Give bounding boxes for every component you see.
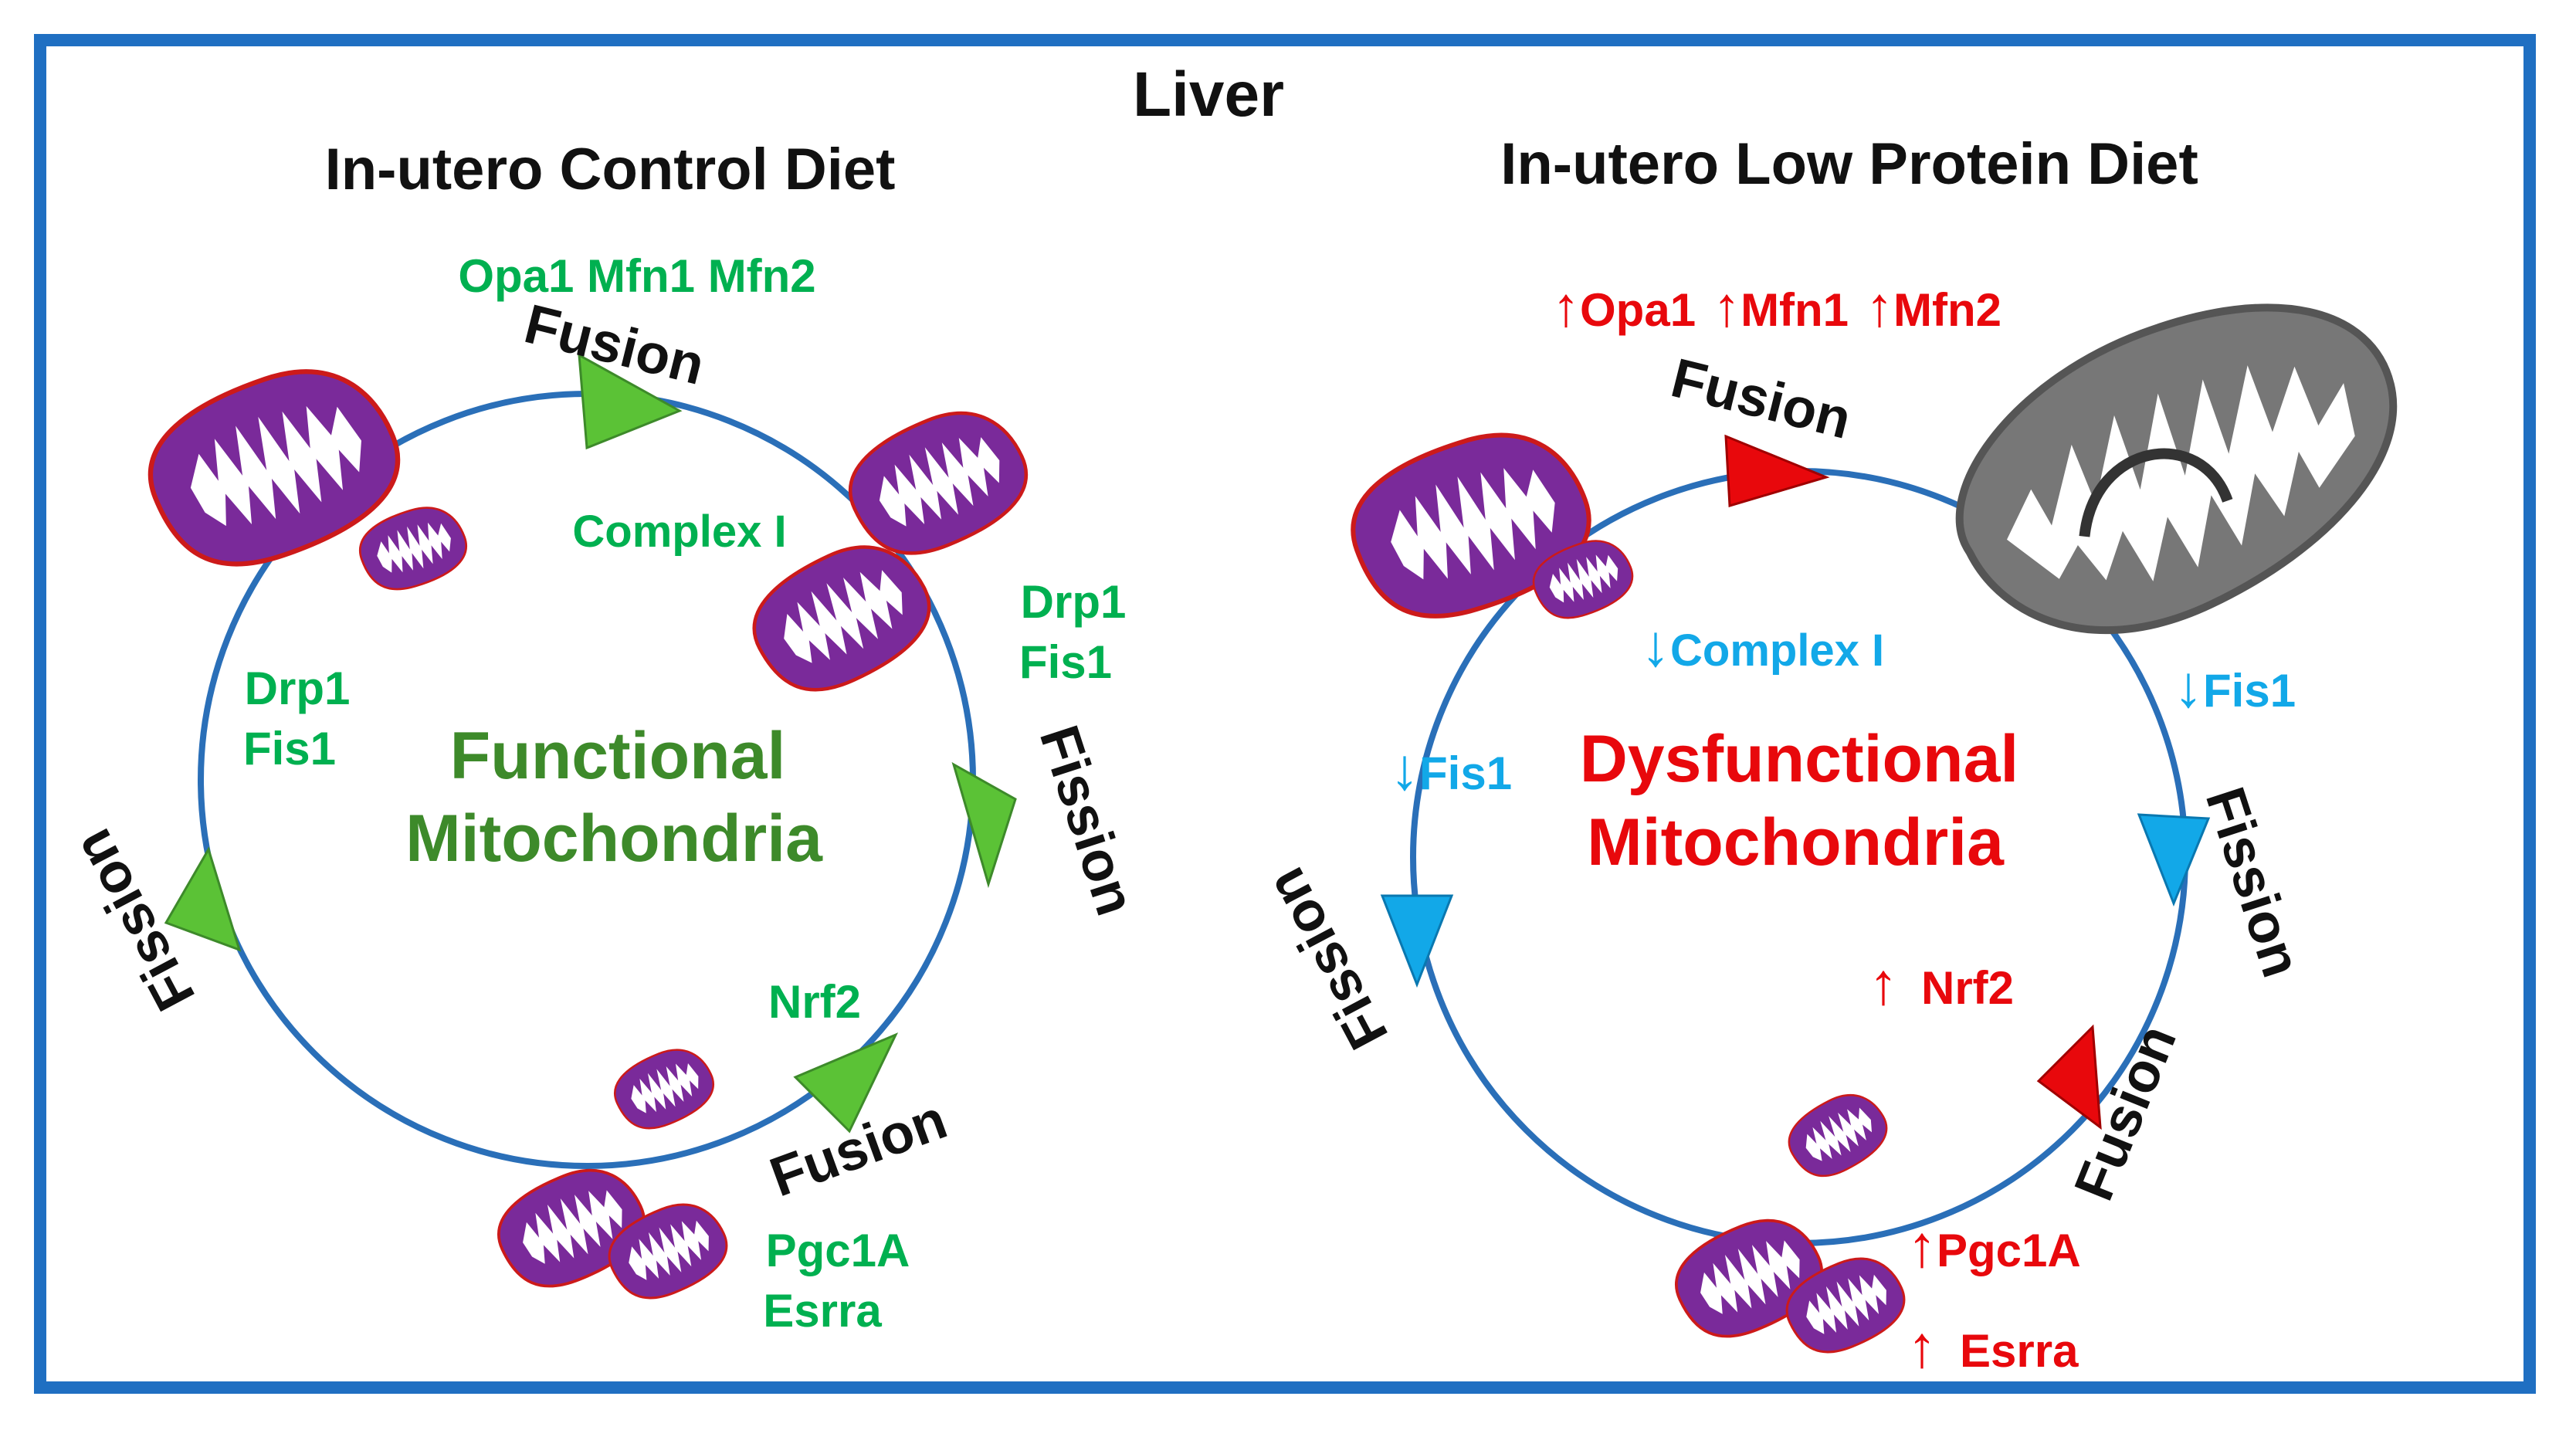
right-esrra-text: Esrra xyxy=(1960,1325,2079,1377)
right-gene-mfn1: Mfn1 xyxy=(1740,284,1849,336)
right-heading: In-utero Low Protein Diet xyxy=(1500,131,2198,197)
left-fission-left-gene1: Drp1 xyxy=(245,663,351,714)
left-fission-left-gene2: Fis1 xyxy=(243,723,336,774)
right-nrf2-text: Nrf2 xyxy=(1921,962,2014,1014)
left-center-line2: Mitochondria xyxy=(405,802,823,876)
right-center-line1: Dysfunctional xyxy=(1580,722,2019,796)
right-complex-label: ↓Complex I xyxy=(1641,613,1884,679)
up-arrow-icon: ↑ xyxy=(1713,276,1740,338)
right-fusion-bottom-arrow xyxy=(2036,1024,2102,1130)
right-panel: In-utero Low Protein Diet ↑Opa1↑Mfn1↑Mfn… xyxy=(1254,131,2419,1380)
left-bottom-gene1: Pgc1A xyxy=(766,1225,910,1276)
left-mito-bottom-small xyxy=(604,1035,724,1142)
right-fission-left-arrow xyxy=(1380,894,1454,988)
left-fusion-top-arrow xyxy=(578,353,683,450)
right-fission-left-gene: ↓Fis1 xyxy=(1390,737,1512,802)
right-fusion-top-label: Fusion xyxy=(1666,347,1857,451)
diagram-frame xyxy=(34,34,2536,1394)
left-fission-right-label: Fission xyxy=(1028,718,1147,922)
right-fission-right-gene: ↓Fis1 xyxy=(2174,654,2296,720)
right-damaged-mito xyxy=(1936,290,2420,650)
left-fusion-top-genes: Opa1 Mfn1 Mfn2 xyxy=(458,250,815,302)
down-arrow-icon: ↓ xyxy=(1390,737,1419,802)
right-bottom-gene1: ↑Pgc1A xyxy=(1907,1214,2081,1279)
right-nrf-gene: ↑ Nrf2 xyxy=(1869,951,2014,1017)
right-bottom-gene2: ↑ Esrra xyxy=(1907,1314,2079,1380)
down-arrow-icon: ↓ xyxy=(2174,654,2203,720)
up-arrow-icon: ↑ xyxy=(1907,1214,1937,1279)
left-complex-label: Complex I xyxy=(572,507,786,557)
right-fis1-right: Fis1 xyxy=(2203,665,2296,717)
right-fusion-top-genes: ↑Opa1↑Mfn1↑Mfn2 xyxy=(1552,276,2001,338)
up-arrow-icon: ↑ xyxy=(1552,276,1580,338)
left-fission-right-gene1: Drp1 xyxy=(1021,576,1127,628)
right-complex-text: Complex I xyxy=(1670,625,1884,676)
left-center-line1: Functional xyxy=(450,719,786,793)
down-arrow-icon: ↓ xyxy=(1641,613,1670,679)
up-arrow-icon: ↑ xyxy=(1907,1314,1937,1380)
right-gene-opa1: Opa1 xyxy=(1580,284,1696,336)
up-arrow-icon: ↑ xyxy=(1866,276,1893,338)
left-fission-right-arrow xyxy=(951,761,1017,889)
left-bottom-gene2: Esrra xyxy=(763,1285,882,1337)
left-fusion-bottom-gene: Nrf2 xyxy=(768,976,861,1028)
left-panel: In-utero Control Diet Opa1 Mfn1 Mfn2 Fus… xyxy=(61,137,1146,1337)
right-center-line2: Mitochondria xyxy=(1587,805,2005,879)
right-gene-mfn2: Mfn2 xyxy=(1893,284,2001,336)
diagram-title: Liver xyxy=(1133,59,1284,130)
right-fission-right-label: Fission xyxy=(2194,780,2313,984)
right-mito-bottom-small xyxy=(1777,1079,1899,1191)
right-fission-left-label: Fission xyxy=(1254,858,1400,1059)
right-pgc1a-text: Pgc1A xyxy=(1937,1225,2081,1276)
right-fusion-top-arrow xyxy=(1724,434,1830,507)
left-fission-left-arrow xyxy=(164,846,242,952)
left-fission-right-gene2: Fis1 xyxy=(1019,636,1112,688)
right-fission-right-arrow xyxy=(2137,813,2211,907)
up-arrow-icon: ↑ xyxy=(1869,951,1898,1017)
left-heading: In-utero Control Diet xyxy=(325,137,896,202)
right-fis1-left: Fis1 xyxy=(1419,747,1512,799)
left-fusion-bottom-arrow xyxy=(793,1032,899,1134)
